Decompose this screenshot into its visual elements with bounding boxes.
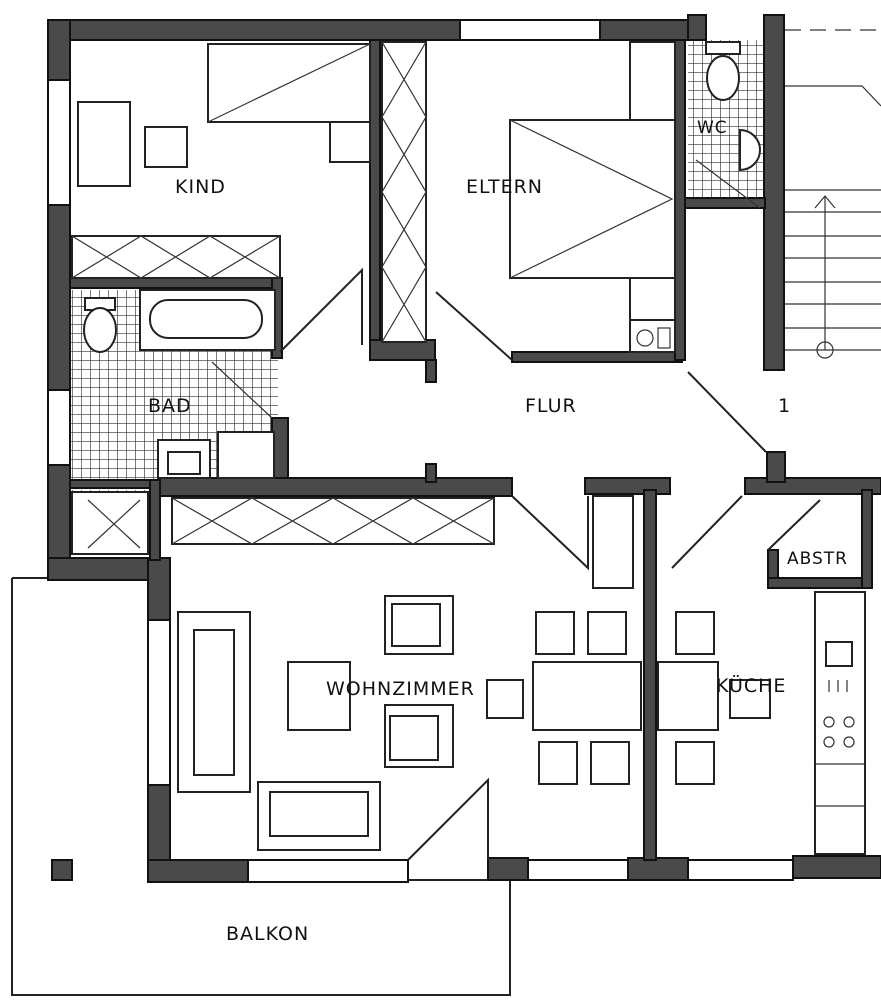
room-label-balkon: BALKON: [226, 923, 309, 945]
stair-number: 1: [778, 395, 791, 417]
wohnzimmer-furniture: [177, 595, 642, 861]
wardrobe-wohnzimmer: [171, 497, 495, 545]
staircase: [785, 29, 881, 359]
bad-fixtures: [71, 289, 276, 555]
kind-furniture: [77, 43, 371, 187]
kueche-furniture: [592, 495, 866, 855]
room-label-flur: FLUR: [525, 395, 577, 417]
room-label-kueche: KÜCHE: [716, 674, 786, 697]
room-label-eltern: ELTERN: [466, 176, 543, 198]
wardrobe-kind: [71, 235, 281, 279]
room-label-wc: WC: [697, 118, 728, 138]
walls: [47, 14, 881, 883]
room-label-bad: BAD: [148, 395, 192, 417]
room-label-abstr: ABSTR: [787, 549, 848, 569]
doors: [279, 267, 821, 571]
balcony-post: [51, 859, 73, 881]
room-label-kind: KIND: [175, 176, 226, 198]
wardrobe-eltern: [381, 41, 427, 343]
eltern-furniture: [509, 41, 676, 353]
wc-fixtures: [695, 41, 762, 209]
room-label-wohnzimmer: WOHNZIMMER: [326, 678, 475, 700]
